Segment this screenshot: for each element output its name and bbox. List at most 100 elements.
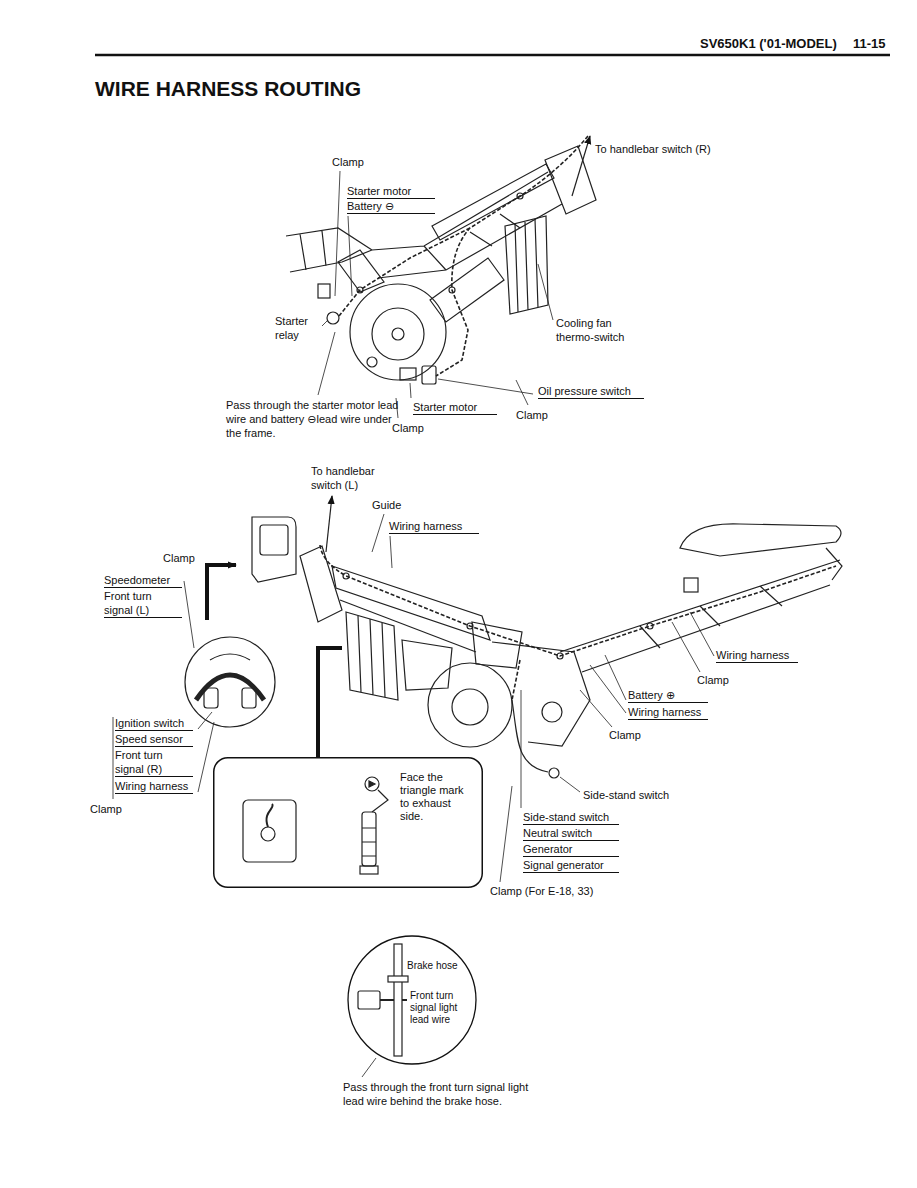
- leader-line: [184, 581, 194, 648]
- part-label: Starter motor: [347, 184, 435, 199]
- part-label: Pass through the starter motor lead wire…: [226, 398, 408, 440]
- inset-note: Front turn signal light lead wire: [410, 990, 466, 1026]
- leader-line: [560, 777, 580, 792]
- leader-line: [410, 383, 411, 398]
- relay-bracket: [318, 284, 330, 298]
- clamp: [467, 623, 473, 629]
- upper-leaders: [318, 171, 553, 418]
- detail-circle: Brake hoseFront turn signal light lead w…: [347, 935, 477, 1065]
- side-stand-switch: [549, 768, 559, 778]
- connector-end: [360, 866, 378, 874]
- part-label: Wiring harness: [389, 519, 479, 534]
- leader-line: [362, 1058, 376, 1077]
- lower-leaders: [113, 514, 714, 1077]
- clamp: [343, 573, 349, 579]
- clamp: [647, 623, 653, 629]
- part-label: Starter motor: [413, 400, 497, 415]
- meter-face: [260, 525, 288, 555]
- leader-line: [580, 690, 612, 727]
- clamp: [242, 688, 256, 708]
- part-label: Starter relay: [275, 314, 321, 342]
- speedometer: [252, 517, 296, 582]
- part-label: Side-stand switch: [583, 788, 669, 802]
- part-label: Wiring harness: [628, 705, 708, 720]
- wire: [266, 804, 272, 827]
- direction-arrow: [572, 136, 590, 196]
- leader-line: [322, 321, 327, 326]
- upper-frame-figure: [286, 136, 596, 384]
- connector-bands: [362, 828, 376, 856]
- part-label: Ignition switch: [115, 716, 193, 731]
- radiator: [346, 612, 398, 700]
- leader-line: [198, 722, 214, 792]
- inset-border: [214, 758, 483, 888]
- detail-circle: [185, 637, 275, 727]
- part-label: Side-stand switch: [523, 810, 619, 825]
- part-label: Clamp: [332, 155, 364, 169]
- front-cylinder: [430, 258, 504, 322]
- battery-box: [684, 578, 698, 592]
- part-label: Front turn signal (R): [115, 748, 193, 777]
- circle-border: [348, 936, 476, 1064]
- frame-spar: [332, 566, 490, 640]
- radiator: [505, 216, 548, 314]
- crank-hub: [392, 328, 404, 340]
- part-label: Wiring harness: [716, 648, 798, 663]
- part-label: Clamp: [90, 802, 122, 816]
- part-label: Battery ⊕: [628, 688, 708, 703]
- part-label: Guide: [372, 498, 401, 512]
- detail-inset: Face the triangle mark to exhaust side.: [213, 757, 483, 888]
- turn-signal-connector: [358, 991, 380, 1009]
- starter-relay: [327, 312, 339, 324]
- page-header: 11-15: [853, 36, 886, 52]
- part-label: Speed sensor: [115, 732, 193, 747]
- leader-line: [390, 536, 392, 568]
- part-label: To handlebar switch (R): [595, 142, 711, 156]
- leader-line: [672, 622, 700, 672]
- leader-line: [521, 690, 522, 808]
- crankcase: [428, 663, 512, 747]
- seat-rail: [560, 560, 840, 672]
- bracket: [210, 654, 250, 660]
- starter-motor: [400, 368, 416, 380]
- part-label: Wiring harness: [115, 779, 193, 794]
- part-label: Battery ⊖: [347, 199, 435, 214]
- inset-note: Face the triangle mark to exhaust side.: [400, 771, 474, 823]
- triangle-clamp: [365, 777, 379, 791]
- part-label: Signal generator: [523, 858, 619, 873]
- header-rule: [95, 54, 890, 57]
- wire-harness: [339, 136, 588, 376]
- leader-line: [335, 171, 340, 296]
- part-label: Generator: [523, 842, 619, 857]
- connector: [362, 812, 376, 866]
- leader-line: [500, 786, 512, 882]
- part-label: Clamp (For E-18, 33): [490, 884, 593, 898]
- part-label: Cooling fan thermo-switch: [556, 316, 638, 344]
- part-label: Front turn signal (L): [104, 589, 182, 618]
- hose-clamp: [388, 976, 408, 982]
- swingarm-pivot: [542, 702, 562, 722]
- oil-pressure-switch: [422, 366, 436, 384]
- pivot-plate: [492, 642, 590, 746]
- clamp: [449, 287, 455, 293]
- clamp: [204, 688, 218, 708]
- tail: [826, 548, 842, 580]
- part-label: Neutral switch: [523, 826, 619, 841]
- inset-note: Brake hose: [407, 960, 463, 972]
- page-title: WIRE HARNESS ROUTING: [95, 77, 361, 101]
- part-label: Clamp: [163, 551, 195, 565]
- leader-line: [113, 717, 114, 799]
- leader-line: [318, 332, 335, 395]
- clamp: [261, 827, 275, 841]
- part-label: Speedometer: [104, 573, 182, 588]
- leader-line: [590, 665, 626, 713]
- frame-tube: [340, 600, 476, 652]
- part-label: Clamp: [516, 408, 548, 422]
- leader-line: [538, 264, 553, 320]
- part-label: Clamp: [609, 728, 641, 742]
- generator-cover: [452, 689, 488, 725]
- wire-harness: [320, 545, 836, 700]
- clamp: [557, 653, 563, 659]
- leader-line: [198, 712, 212, 729]
- seat: [680, 524, 841, 556]
